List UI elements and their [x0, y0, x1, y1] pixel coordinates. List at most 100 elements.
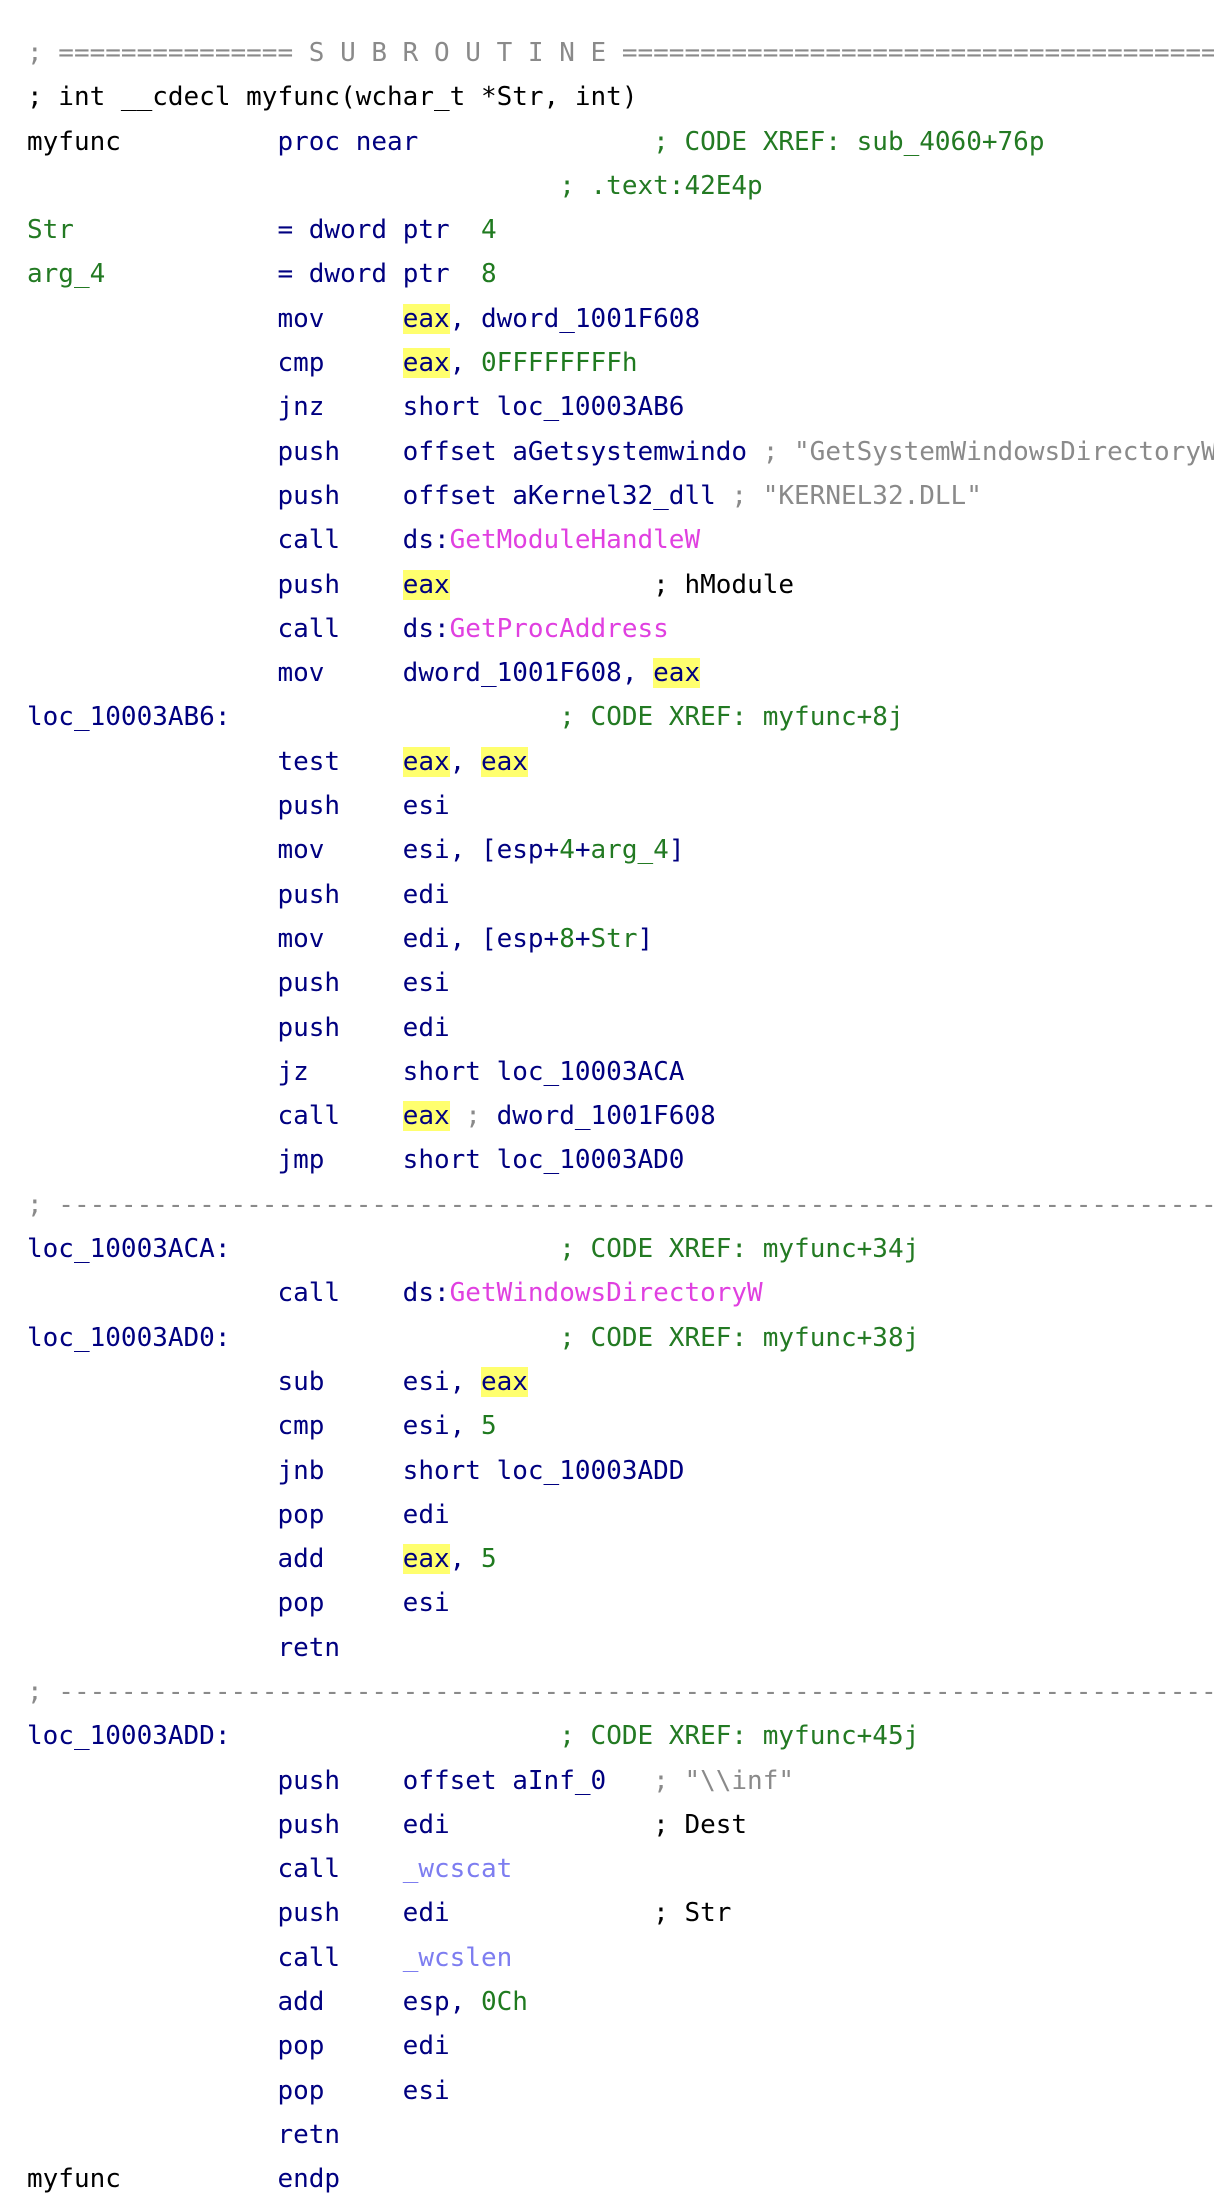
- code-line[interactable]: loc_10003AD0: ; CODE XREF: myfunc+38j: [27, 1316, 1214, 1360]
- code-token: retn: [27, 2119, 341, 2150]
- code-token: ,: [449, 1544, 481, 1575]
- code-token: push edi: [27, 879, 450, 910]
- code-line[interactable]: call _wcscat: [27, 1847, 1214, 1891]
- code-token: mov dword_1001F608,: [27, 658, 654, 689]
- code-line[interactable]: push eax ; hModule: [27, 563, 1214, 607]
- code-line[interactable]: test eax, eax: [27, 740, 1214, 784]
- highlighted-token: eax: [480, 1366, 528, 1397]
- highlighted-token: eax: [653, 658, 701, 689]
- highlighted-token: eax: [402, 746, 450, 777]
- code-token: GetWindowsDirectoryW: [449, 1278, 763, 1309]
- code-line[interactable]: mov esi, [esp+4+arg_4]: [27, 828, 1214, 872]
- code-token: 4: [559, 835, 575, 866]
- code-token: mov edi, [esp+: [27, 923, 560, 954]
- code-line[interactable]: retn: [27, 1626, 1214, 1670]
- code-line[interactable]: push esi: [27, 961, 1214, 1005]
- code-token: 5: [480, 1411, 497, 1442]
- code-line[interactable]: push edi ; Dest: [27, 1803, 1214, 1847]
- code-token: ;: [449, 1101, 497, 1132]
- code-line[interactable]: myfunc proc near ; CODE XREF: sub_4060+7…: [27, 120, 1214, 164]
- code-token: 0FFFFFFFFh: [480, 348, 638, 379]
- code-line[interactable]: ; =============== S U B R O U T I N E ==…: [27, 31, 1214, 75]
- code-token: call: [27, 1854, 403, 1885]
- code-token: loc_10003ACA:: [27, 1234, 231, 1265]
- code-token: 8: [480, 259, 497, 290]
- code-line[interactable]: mov dword_1001F608, eax: [27, 651, 1214, 695]
- code-token: ; .text:42E4p: [559, 170, 763, 201]
- code-token: [231, 702, 560, 732]
- code-token: push edi: [27, 1809, 450, 1840]
- code-line[interactable]: ; .text:42E4p: [27, 164, 1214, 208]
- disassembly-listing[interactable]: ; =============== S U B R O U T I N E ==…: [27, 31, 1214, 2202]
- highlighted-token: eax: [480, 746, 528, 777]
- code-line[interactable]: add esp, 0Ch: [27, 1980, 1214, 2024]
- code-line[interactable]: arg_4 = dword ptr 8: [27, 252, 1214, 296]
- code-line[interactable]: push edi: [27, 1006, 1214, 1050]
- code-line[interactable]: push edi: [27, 873, 1214, 917]
- code-token: push esi: [27, 791, 450, 822]
- code-token: cmp esi,: [27, 1411, 481, 1442]
- code-token: ; "\\inf": [653, 1765, 795, 1796]
- code-line[interactable]: call _wcslen: [27, 1936, 1214, 1980]
- code-line[interactable]: push offset aGetsystemwindo ; "GetSystem…: [27, 430, 1214, 474]
- highlighted-token: eax: [402, 1101, 450, 1132]
- code-line[interactable]: jnz short loc_10003AB6: [27, 385, 1214, 429]
- code-token: 0Ch: [480, 1987, 528, 2018]
- code-line[interactable]: jnb short loc_10003ADD: [27, 1449, 1214, 1493]
- code-token: [231, 1234, 560, 1264]
- code-line[interactable]: ; --------------------------------------…: [27, 1183, 1214, 1227]
- code-line[interactable]: loc_10003ACA: ; CODE XREF: myfunc+34j: [27, 1227, 1214, 1271]
- code-token: , dword_1001F608: [449, 303, 701, 334]
- code-line[interactable]: sub esi, eax: [27, 1360, 1214, 1404]
- code-line[interactable]: ; --------------------------------------…: [27, 1670, 1214, 1714]
- code-line[interactable]: retn: [27, 2113, 1214, 2157]
- highlighted-token: eax: [402, 1544, 450, 1575]
- code-token: push offset aKernel32_dll: [27, 480, 732, 511]
- code-token: push: [27, 569, 403, 600]
- code-line[interactable]: push edi ; Str: [27, 1891, 1214, 1935]
- code-line[interactable]: call ds:GetProcAddress: [27, 607, 1214, 651]
- code-line[interactable]: myfunc endp: [27, 2157, 1214, 2201]
- code-token: [27, 171, 559, 201]
- code-line[interactable]: jmp short loc_10003AD0: [27, 1138, 1214, 1182]
- code-line[interactable]: call ds:GetWindowsDirectoryW: [27, 1271, 1214, 1315]
- code-token: [231, 1323, 560, 1353]
- code-token: Str: [27, 215, 74, 246]
- code-token: ,: [449, 746, 481, 777]
- code-line[interactable]: push offset aInf_0 ; "\\inf": [27, 1759, 1214, 1803]
- code-token: GetProcAddress: [449, 613, 669, 644]
- code-token: push esi: [27, 968, 450, 999]
- code-line[interactable]: mov edi, [esp+8+Str]: [27, 917, 1214, 961]
- code-line[interactable]: Str = dword ptr 4: [27, 208, 1214, 252]
- code-line[interactable]: mov eax, dword_1001F608: [27, 297, 1214, 341]
- code-line[interactable]: pop esi: [27, 2069, 1214, 2113]
- code-line[interactable]: jz short loc_10003ACA: [27, 1050, 1214, 1094]
- code-token: call: [27, 1101, 403, 1132]
- code-line[interactable]: call eax ; dword_1001F608: [27, 1094, 1214, 1138]
- code-line[interactable]: loc_10003AB6: ; CODE XREF: myfunc+8j: [27, 695, 1214, 739]
- code-token: ; CODE XREF: sub_4060+76p: [653, 126, 1045, 157]
- code-token: loc_10003AD0:: [27, 1322, 231, 1353]
- code-token: loc_10003ADD:: [27, 1721, 231, 1752]
- code-line[interactable]: pop esi: [27, 1581, 1214, 1625]
- code-line[interactable]: push esi: [27, 784, 1214, 828]
- code-line[interactable]: pop edi: [27, 2024, 1214, 2068]
- code-token: = dword ptr: [73, 215, 481, 246]
- code-token: ; Dest: [449, 1809, 748, 1840]
- code-token: 4: [480, 215, 497, 246]
- code-line[interactable]: call ds:GetModuleHandleW: [27, 518, 1214, 562]
- code-token: mov esi, [esp+: [27, 835, 560, 866]
- code-line[interactable]: pop edi: [27, 1493, 1214, 1537]
- code-line[interactable]: cmp esi, 5: [27, 1404, 1214, 1448]
- code-line[interactable]: cmp eax, 0FFFFFFFFh: [27, 341, 1214, 385]
- code-line[interactable]: add eax, 5: [27, 1537, 1214, 1581]
- code-token: jnz short loc_10003AB6: [27, 392, 685, 423]
- code-line[interactable]: ; int __cdecl myfunc(wchar_t *Str, int): [27, 75, 1214, 119]
- code-token: cmp: [27, 348, 403, 379]
- code-token: = dword ptr: [105, 259, 481, 290]
- code-line[interactable]: push offset aKernel32_dll ; "KERNEL32.DL…: [27, 474, 1214, 518]
- code-token: ; --------------------------------------…: [27, 1676, 1214, 1707]
- code-token: push edi: [27, 1012, 450, 1043]
- code-line[interactable]: loc_10003ADD: ; CODE XREF: myfunc+45j: [27, 1714, 1214, 1758]
- code-token: +: [574, 923, 591, 954]
